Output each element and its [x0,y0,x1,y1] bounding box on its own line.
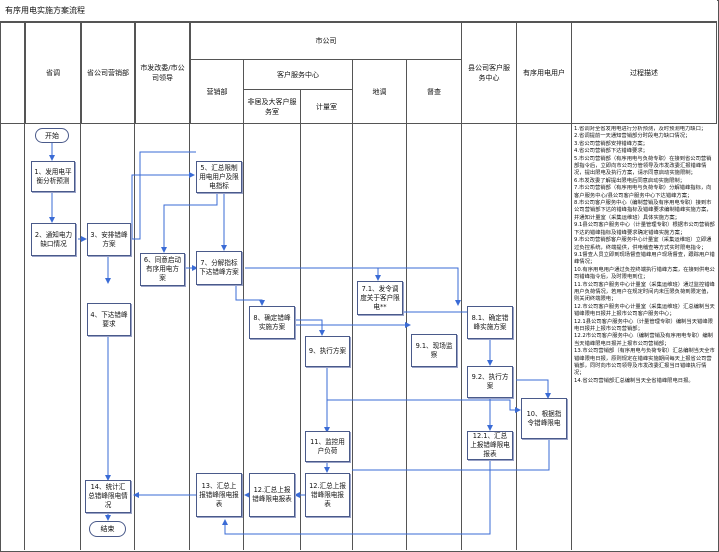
step-4-box: 4、下达错峰要求 [87,303,131,336]
lane-large-vip-room [244,124,301,550]
step-12c-box: 12.1、汇总上报错峰限电报表 [467,431,513,460]
header-county-center: 县公司客户服务中心 [461,22,517,124]
lane-county-center [462,124,517,550]
process-description: 1.省调对全省发用电进行分析预测，及时预测电力缺口； 2.省调提前一天通知营销部… [574,126,715,384]
header-users: 有序用电用户 [516,22,572,124]
step-14-box: 14、统计汇总错峰限电情况 [85,480,131,513]
step-7-box: 7、分解指标下达错峰方案 [196,251,242,285]
start-node: 开始 [35,128,69,143]
header-large-vip-room: 非居及大客户服务室 [243,89,301,124]
step-13-box: 13、汇总上报错峰限电报表 [196,473,242,517]
header-customer-center: 客户服务中心 [243,59,353,90]
step-3-box: 3、安排错峰方案 [87,223,131,256]
step-8-box: 8、确定错峰实施方案 [249,306,295,339]
lane-province-marketing [81,124,135,550]
page-title: 有序用电实施方案流程 [0,0,717,22]
lane-metering [301,124,353,550]
lane-inspection [407,124,462,550]
step-10-box: 10、根据指令错峰限电 [521,398,567,439]
step-6-box: 6、同意启动有序用电方案 [140,253,185,286]
step-7b-box: 7.1、发令调度关于客户限电** [357,281,403,315]
header-process-desc: 过程描述 [571,22,717,124]
header-inspection: 督查 [406,59,462,124]
lane-users [517,124,572,550]
step-9-box: 9、执行方案 [305,336,350,367]
header-province-marketing: 省公司营销部 [81,22,135,124]
step-9c-box: 9.2、执行方案 [467,366,513,398]
header-left-stub [0,22,25,124]
lane-city-dev [135,124,190,550]
step-12b-box: 12.汇总上报错峰限电报表 [305,473,350,517]
step-1-box: 1、发用电平衡分析预测 [31,161,75,192]
step-9b-box: 9.1、现场监察 [411,334,457,367]
step-5-box: 5、汇总限制用电用户及限电指标 [196,161,242,193]
lane-stub [0,124,25,550]
end-node: 结束 [89,521,126,537]
header-city-dev: 市发改委/市公司领导 [135,22,190,124]
lane-province-reg [25,124,81,550]
lane-marketing-dept [190,124,244,550]
lane-dispatch [353,124,407,550]
step-11-box: 11、监控用户负荷 [305,431,350,462]
step-8b-box: 8.1、确定错峰实施方案 [467,306,513,339]
step-2-box: 2、通知电力缺口情况 [31,223,76,256]
step-12a-box: 12.汇总上报错峰限电报表 [249,473,295,517]
header-province-reg: 省调 [25,22,81,124]
